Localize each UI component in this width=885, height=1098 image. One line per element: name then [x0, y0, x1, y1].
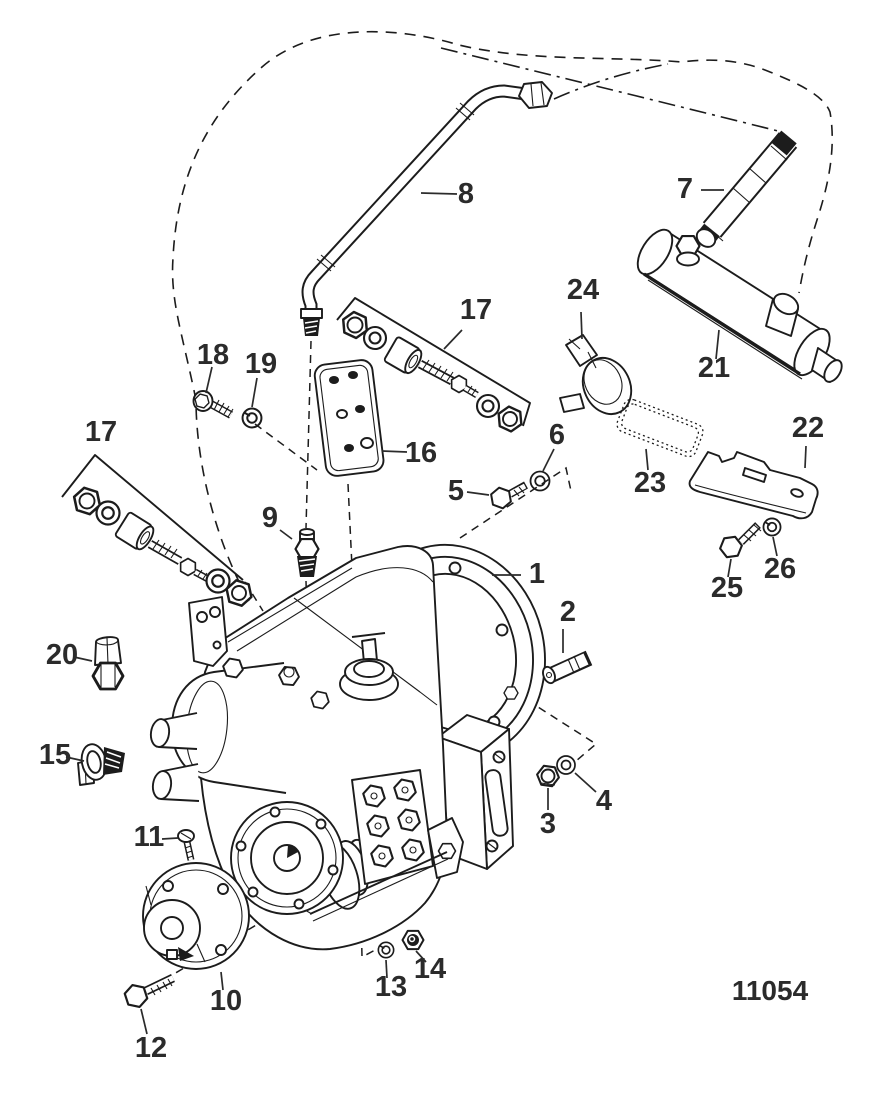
callout-leader-13 [385, 959, 388, 979]
part-22-plate-drawing [688, 451, 819, 520]
shift-cap [339, 632, 399, 701]
part-15-sender-drawing [77, 743, 125, 786]
callout-leader-22 [804, 445, 807, 469]
callout-leader-16 [381, 450, 408, 453]
stud-kit-left-17-drawing [61, 454, 264, 612]
part-25-bolt-drawing [717, 522, 762, 560]
part-12-bolt-drawing [121, 973, 175, 1010]
reference-routing-lines [171, 30, 833, 602]
part-9-fitting-drawing [294, 528, 320, 577]
callout-leader-19 [251, 377, 258, 408]
callout-18: 18 [197, 339, 229, 371]
callout-23: 23 [634, 467, 666, 499]
part-8-hose-drawing [300, 81, 553, 336]
callout-17: 17 [85, 416, 117, 448]
callout-7: 7 [677, 173, 693, 205]
part-13-washer-drawing [377, 941, 395, 959]
callout-2: 2 [560, 596, 576, 628]
part-20-sender-drawing [91, 636, 125, 691]
callout-19: 19 [245, 348, 277, 380]
callout-leader-12 [140, 1008, 148, 1035]
stud-kit-top-17-drawing [336, 297, 531, 436]
callout-leader-4 [574, 772, 597, 793]
callout-8: 8 [458, 178, 474, 210]
callout-leader-10 [220, 971, 224, 991]
drawing-number: 11054 [732, 975, 809, 1006]
part-11-screw-drawing [177, 829, 195, 861]
callout-17: 17 [460, 294, 492, 326]
callout-13: 13 [375, 971, 407, 1003]
front-pump-cover [230, 801, 344, 915]
right-mount-foot [437, 714, 514, 870]
callout-leader-15 [65, 756, 85, 762]
hose-end-nut [518, 81, 553, 109]
stud-kit-pointer-top [336, 297, 531, 427]
top-left-bracket [188, 596, 228, 667]
part-14-nut-drawing [401, 929, 425, 951]
callout-3: 3 [540, 808, 556, 840]
callout-26: 26 [764, 553, 796, 585]
part-24-clamp-drawing [559, 334, 633, 415]
callout-20: 20 [46, 639, 78, 671]
callout-leader-8 [420, 192, 458, 195]
part-7-pipe-drawing [695, 130, 798, 248]
callout-16: 16 [405, 437, 437, 469]
part-21-cooler-drawing [636, 228, 843, 383]
part-26-washer-drawing [762, 517, 782, 537]
callout-leader-26 [772, 536, 778, 557]
part-19-washer-drawing [241, 407, 263, 429]
callout-21: 21 [698, 352, 730, 384]
stud-kit-pointer-left [61, 454, 244, 581]
callout-leader-9 [279, 529, 293, 540]
callout-24: 24 [567, 274, 599, 306]
valve-block [351, 769, 434, 885]
alignment-line-a [440, 47, 779, 132]
part-18-screw-drawing [192, 390, 234, 419]
part-10-coupler-drawing [142, 862, 250, 970]
callout-leader-5 [466, 491, 490, 496]
callout-6: 6 [549, 419, 565, 451]
callout-leader-24 [580, 311, 583, 340]
callout-25: 25 [711, 572, 743, 604]
callout-leader-14 [415, 950, 427, 963]
callout-leader-17 [443, 329, 463, 350]
callout-leader-23 [645, 448, 649, 471]
part-5-bolt-drawing [487, 481, 528, 512]
callout-leader-20 [73, 656, 93, 662]
callout-9: 9 [262, 502, 278, 534]
callout-leader-21 [715, 329, 720, 360]
callout-14: 14 [414, 953, 446, 985]
alignment-line-b [553, 63, 669, 100]
part-2-pin-drawing [542, 650, 593, 685]
callout-leader-18 [205, 366, 213, 394]
callout-12: 12 [135, 1032, 167, 1064]
callout-1: 1 [529, 558, 545, 590]
callout-22: 22 [792, 412, 824, 444]
transmission-assembly-drawing [149, 543, 546, 951]
part-4-washer-drawing [556, 755, 576, 775]
callout-11: 11 [134, 821, 165, 853]
callout-15: 15 [39, 739, 71, 771]
callout-leader-6 [542, 448, 555, 472]
part-16-bracket-drawing [313, 359, 385, 477]
callout-leader-25 [727, 558, 732, 578]
part-23-gasket-drawing [616, 398, 704, 458]
callout-5: 5 [448, 475, 464, 507]
callout-4: 4 [596, 785, 612, 817]
part-3-nut-drawing [534, 763, 562, 789]
callout-leader-11 [161, 837, 179, 840]
callout-10: 10 [210, 985, 242, 1017]
